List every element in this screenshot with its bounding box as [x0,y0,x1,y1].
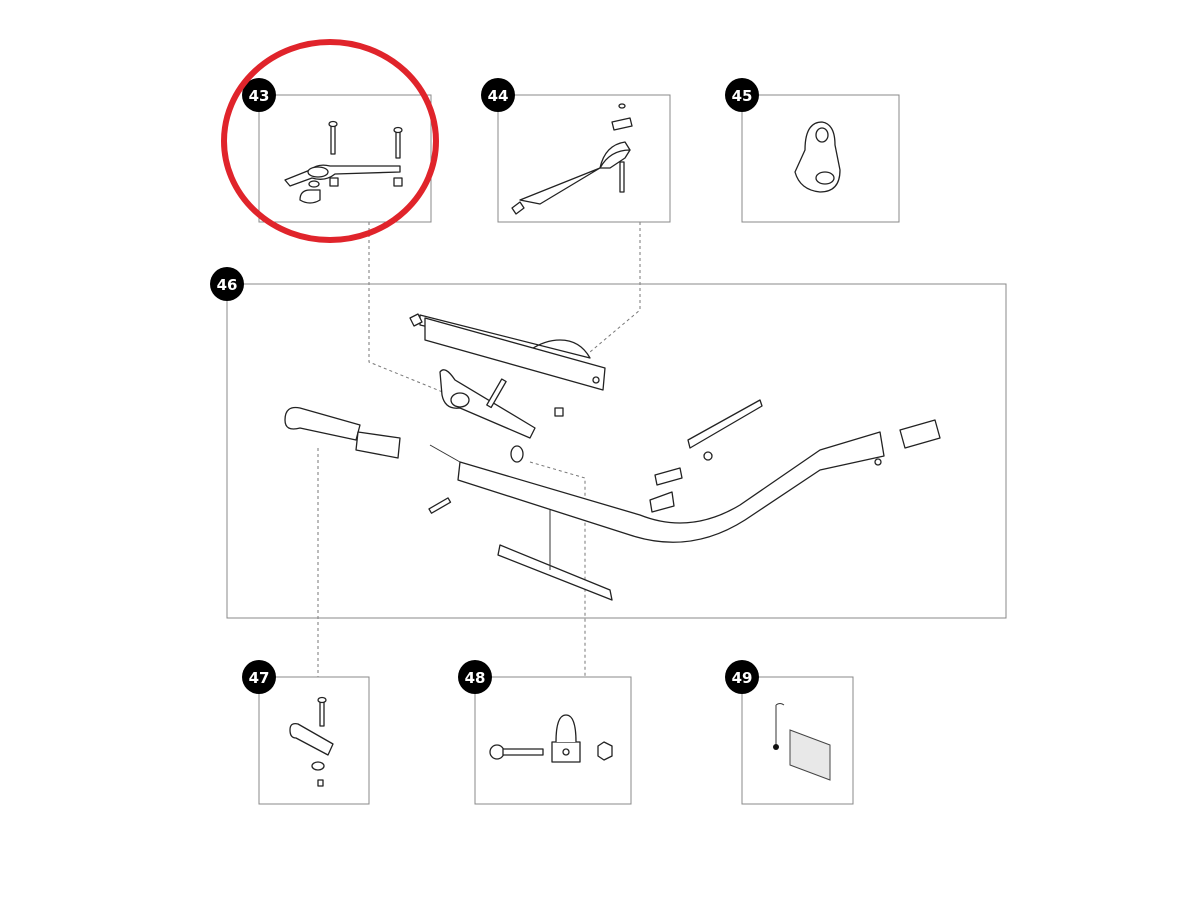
part-number-badge-45: 45 [725,78,759,112]
svg-text:45: 45 [732,87,753,105]
part-box-45[interactable] [741,94,900,223]
part-number-badge-48: 48 [458,660,492,694]
part-box-43[interactable] [258,94,432,223]
part-number-badge-44: 44 [481,78,515,112]
part-box-44[interactable] [497,94,671,223]
leader-lines [317,222,641,677]
part-box-48[interactable] [474,676,632,805]
part-number-badge-49: 49 [725,660,759,694]
part-number-badge-47: 47 [242,660,276,694]
part-48-drawing [489,714,613,763]
leader-44 [589,222,641,353]
svg-text:46: 46 [217,276,238,294]
part-number-badge-43: 43 [242,78,276,112]
highlight-circle [221,39,439,243]
part-44-drawing [511,103,633,215]
part-43-drawing [284,120,403,204]
leader-43 [368,222,451,396]
svg-text:43: 43 [249,87,270,105]
leader-48 [529,461,586,677]
svg-text:49: 49 [732,669,753,687]
part-box-46[interactable] [226,283,1007,619]
svg-text:44: 44 [488,87,509,105]
part-45-drawing [794,121,841,193]
svg-text:48: 48 [465,669,486,687]
part-number-badge-46: 46 [210,267,244,301]
part-46-drawing [284,313,941,601]
part-box-47[interactable] [258,676,370,805]
part-47-drawing [289,696,334,787]
svg-text:47: 47 [249,669,270,687]
part-49-drawing [773,703,831,781]
part-box-49[interactable] [741,676,854,805]
